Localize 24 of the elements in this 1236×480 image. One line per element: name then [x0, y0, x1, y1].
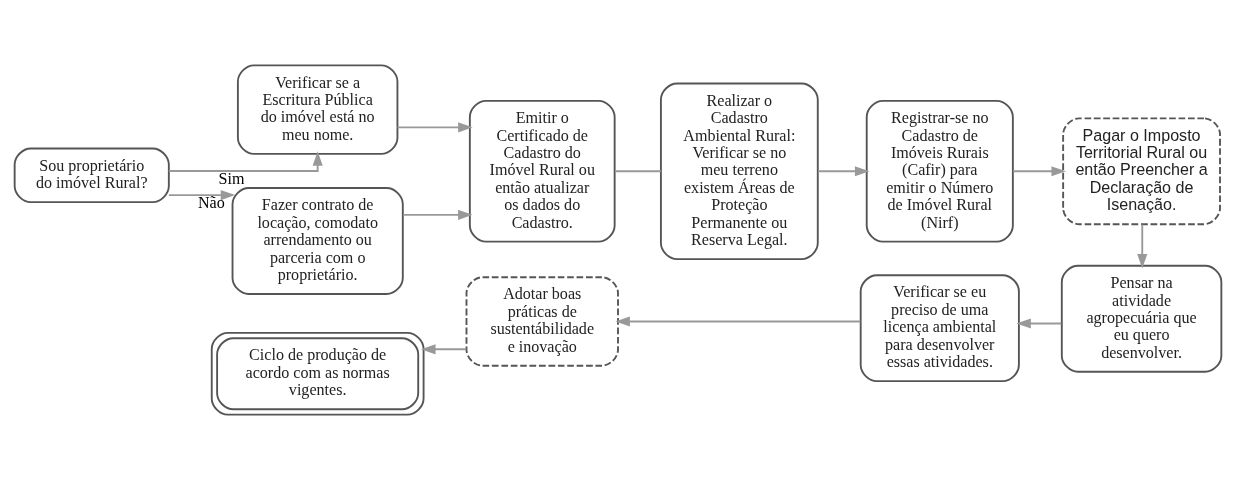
node-box: Verificar se a Escritura Pública do imóvel está no meu nome.: [236, 64, 399, 155]
node-box: Verificar se eu preciso de uma licença ambiental para desenvolver essas atividades.: [859, 274, 1020, 383]
node-box: Fazer contrato de locação, comodato arrendamento ou parceria com o proprietário.: [231, 187, 404, 295]
arrow: [1016, 318, 1063, 329]
node-box: Sou proprietário do imóvel Rural?: [13, 147, 170, 204]
arrow: [817, 166, 870, 177]
arrow: [615, 316, 862, 327]
node-box: Pagar o Imposto Territorial Rural ou então Preencher a Declaração de Isenação.: [1062, 117, 1221, 226]
arrow: [402, 209, 473, 220]
edge-label: Sim: [218, 169, 245, 187]
edge-label: Não: [197, 193, 225, 211]
arrow: [396, 122, 473, 133]
node-box: Adotar boas práticas de sustentábilidade e inovação: [465, 276, 619, 367]
arrow: [167, 151, 323, 172]
arrow: [1012, 166, 1066, 177]
node-box: Ciclo de produção de acordo com as normas vigentes.: [210, 331, 425, 416]
connector: [614, 170, 662, 173]
node-box: Emitir o Certificado de Cadastro do Imóvel Rural ou então atualizar os dados do Cadastro.: [468, 99, 616, 243]
node-box: Registrar-se no Cadastro de Imóveis Rurais (Cafir) para emitir o Número de Imóvel Rural (Nirf): [865, 99, 1014, 243]
arrow: [1137, 223, 1148, 269]
arrow: [167, 190, 236, 201]
arrow: [421, 344, 468, 355]
node-box: Realizar o Cadastro Ambiental Rural: Verificar se no meu terreno existem Áreas de Proteção Permanente ou Reserva Legal.: [659, 82, 819, 261]
node-box: Pensar na atividade agropecuária que eu quero desenvolver.: [1060, 264, 1223, 373]
